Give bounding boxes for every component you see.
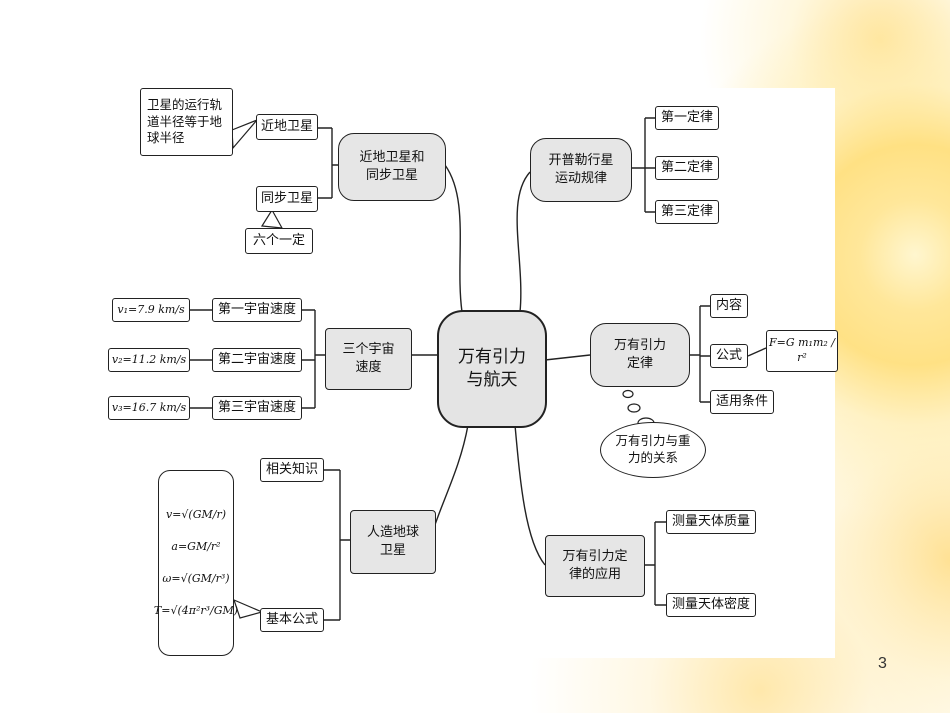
gravity-weight-relation-bubble: 万有引力与重 力的关系 xyxy=(600,422,706,478)
third-cosmic-velocity: 第三宇宙速度 xyxy=(212,396,302,420)
kepler-laws-node: 开普勒行星 运动规律 xyxy=(530,138,632,202)
page-number: 3 xyxy=(878,655,887,672)
content-box: 内容 xyxy=(710,294,748,318)
center-topic: 万有引力 与航天 xyxy=(437,310,547,428)
v1-value: v₁=7.9 km/s xyxy=(112,298,190,322)
geosync-satellite-box: 同步卫星 xyxy=(256,186,318,212)
v3-value: v₃=16.7 km/s xyxy=(108,396,190,420)
near-sync-satellite-node: 近地卫星和 同步卫星 xyxy=(338,133,446,201)
v2-value: v₂=11.2 km/s xyxy=(108,348,190,372)
near-earth-satellite-box: 近地卫星 xyxy=(256,114,318,140)
near-satellite-note: 卫星的运行轨 道半径等于地 球半径 xyxy=(140,88,233,156)
law-of-gravitation-node: 万有引力 定律 xyxy=(590,323,690,387)
six-fixed-note: 六个一定 xyxy=(245,228,313,254)
conditions-box: 适用条件 xyxy=(710,390,774,414)
gravitation-formula: F=G m₁m₂ / r² xyxy=(766,330,838,372)
second-cosmic-velocity: 第二宇宙速度 xyxy=(212,348,302,372)
satellite-formulas: v=√(GM/r) a=GM/r² ω=√(GM/r³) T=√(4π²r³/G… xyxy=(154,470,238,656)
measure-mass-box: 测量天体质量 xyxy=(666,510,756,534)
kepler-second-law: 第二定律 xyxy=(655,156,719,180)
related-knowledge-box: 相关知识 xyxy=(260,458,324,482)
kepler-third-law: 第三定律 xyxy=(655,200,719,224)
kepler-first-law: 第一定律 xyxy=(655,106,719,130)
basic-formulas-box: 基本公式 xyxy=(260,608,324,632)
gravitation-applications-node: 万有引力定 律的应用 xyxy=(545,535,645,597)
measure-density-box: 测量天体密度 xyxy=(666,593,756,617)
formula-box: 公式 xyxy=(710,344,748,368)
cosmic-velocities-node: 三个宇宙 速度 xyxy=(325,328,412,390)
artificial-satellite-node: 人造地球 卫星 xyxy=(350,510,436,574)
first-cosmic-velocity: 第一宇宙速度 xyxy=(212,298,302,322)
